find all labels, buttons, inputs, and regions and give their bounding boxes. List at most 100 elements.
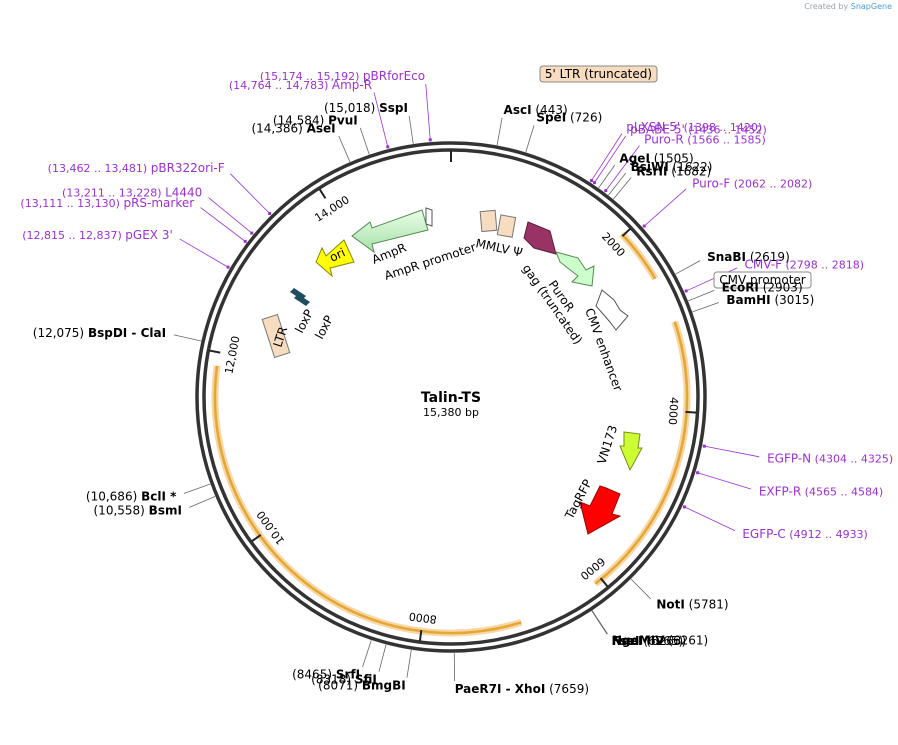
vn173-arrow[interactable] xyxy=(619,431,643,472)
cmv-promoter-label: CMV promoter xyxy=(719,273,806,287)
enzyme-16[interactable]: (10,558) BsmI xyxy=(94,503,182,517)
plasmid-size: 15,380 bp xyxy=(423,406,479,419)
mmlv-psi-feature[interactable] xyxy=(479,209,517,238)
loxp-arrow-2[interactable] xyxy=(294,294,310,306)
enzyme-14[interactable]: (8318) SfiI xyxy=(311,672,377,686)
tick-label-6: 12,000 xyxy=(222,335,242,375)
backbone-inner xyxy=(202,148,700,646)
primer-9[interactable]: (13,111 .. 13,130) pRS-marker xyxy=(20,196,194,210)
enzyme-11[interactable]: FseI (6265) xyxy=(612,634,684,648)
primer-6[interactable]: EXFP-R (4565 .. 4584) xyxy=(759,484,883,498)
leader-lines xyxy=(173,83,760,681)
tick-3 xyxy=(599,577,609,588)
loxp-label-1: loxP xyxy=(292,307,316,335)
backbone-outer xyxy=(195,141,707,653)
tick-4 xyxy=(418,629,423,642)
enzyme-21[interactable]: (15,018) SspI xyxy=(324,101,408,115)
primer-12[interactable]: (14,764 .. 14,783) Amp-R xyxy=(229,78,372,92)
enzyme-leader-6 xyxy=(688,290,715,302)
enzyme-leader-1 xyxy=(525,125,535,153)
ltr5-box[interactable] xyxy=(539,65,658,83)
enzyme-8[interactable]: NotI (5781) xyxy=(656,598,728,612)
primer-leader-11 xyxy=(230,173,270,214)
orf-arc-3[interactable] xyxy=(213,365,522,635)
enzyme-10[interactable]: NaeI (6263) xyxy=(612,634,686,648)
primer-site-2 xyxy=(604,189,608,193)
primer-11[interactable]: (13,462 .. 13,481) pBR322ori-F xyxy=(48,161,225,175)
enzyme-leader-20 xyxy=(359,127,370,155)
enzyme-0[interactable]: AscI (443) xyxy=(504,103,568,117)
enzyme-leader-14 xyxy=(378,644,387,672)
enzyme-2[interactable]: AgeI (1505) xyxy=(619,151,693,165)
primer-2[interactable]: Puro-R (1566 .. 1585) xyxy=(644,132,766,146)
primer-site-11 xyxy=(268,211,272,215)
enzyme-17[interactable]: (10,686) BclI * xyxy=(86,489,177,503)
primer-leader-13 xyxy=(425,83,431,140)
enzyme-13[interactable]: (8071) BmgBI xyxy=(318,678,406,692)
primer-leader-0 xyxy=(591,133,623,181)
primer-7[interactable]: EGFP-C (4912 .. 4933) xyxy=(742,527,868,541)
tick-1 xyxy=(621,227,632,237)
enzyme-7[interactable]: BamHI (3015) xyxy=(726,293,814,307)
enzyme-leader-19 xyxy=(338,135,351,162)
ampr-arrow[interactable] xyxy=(351,209,429,254)
cmv-promoter-box[interactable] xyxy=(713,271,812,289)
tick-2 xyxy=(685,410,697,414)
enzyme-12[interactable]: PaeR7I - XhoI (7659) xyxy=(455,682,589,696)
enzyme-leader-8 xyxy=(630,578,651,600)
primer-4[interactable]: CMV-F (2798 .. 2818) xyxy=(745,258,865,272)
tick-6 xyxy=(209,349,221,354)
ltr3-box[interactable] xyxy=(261,313,291,359)
primer-site-0 xyxy=(589,179,593,183)
enzyme-leader-2 xyxy=(598,164,616,189)
primer-0[interactable]: pLXSN 5' (1398 .. 1420) xyxy=(626,120,762,134)
enzyme-15[interactable]: (8465) SrfI xyxy=(292,667,360,681)
tagrfp-arrow[interactable] xyxy=(579,485,622,535)
primer-labels: pLXSN 5' (1398 .. 1420)pBABE 5' (1436 ..… xyxy=(20,69,893,541)
enzyme-leader-13 xyxy=(406,649,412,678)
credit-prefix: Created by xyxy=(804,2,849,11)
primer-13[interactable]: (15,174 .. 15,192) pBRforEco xyxy=(260,69,425,83)
orf-arcs xyxy=(211,231,691,637)
primer-site-1 xyxy=(593,181,597,185)
primer-site-3 xyxy=(642,224,646,228)
primer-5[interactable]: EGFP-N (4304 .. 4325) xyxy=(767,451,893,465)
primer-leader-1 xyxy=(594,135,627,183)
primer-leader-7 xyxy=(684,506,736,532)
enzyme-19[interactable]: (14,386) AseI xyxy=(251,122,335,136)
enzyme-leader-7 xyxy=(692,302,719,313)
primer-site-7 xyxy=(682,505,686,509)
gag-arrow[interactable] xyxy=(523,221,557,255)
enzyme-leader-4 xyxy=(613,177,632,200)
mmlv-label: MMLV Ψ xyxy=(474,236,523,260)
primer-8[interactable]: (12,815 .. 12,837) pGEX 3' xyxy=(22,228,173,242)
enzyme-18[interactable]: (12,075) BspDI - ClaI xyxy=(33,326,166,340)
enzyme-leader-0 xyxy=(496,117,503,146)
enzyme-leader-16 xyxy=(189,496,216,508)
primer-leader-12 xyxy=(373,92,389,147)
vn173-label: VN173 xyxy=(595,423,621,465)
enzyme-1[interactable]: SpeI (726) xyxy=(536,111,602,125)
tick-label-5: 10,000 xyxy=(254,508,287,547)
primer-site-10 xyxy=(250,231,254,235)
primer-3[interactable]: Puro-F (2062 .. 2082) xyxy=(692,177,812,191)
enzyme-6[interactable]: EcoRI (2903) xyxy=(722,280,803,294)
enzyme-20[interactable]: (14,584) PvuI xyxy=(273,113,358,127)
enzyme-labels: AscI (443)SpeI (726) AgeI (1505)BsiWI (16… xyxy=(33,101,815,696)
ampr-promoter-arrow[interactable] xyxy=(425,207,433,227)
ltr5-label: 5' LTR (truncated) xyxy=(545,67,652,81)
enzyme-4[interactable]: RsrII (1682) xyxy=(636,164,711,178)
enzyme-3[interactable]: BsiWI (1622) xyxy=(631,160,713,174)
primer-1[interactable]: pBABE 5' (1436 .. 1452) xyxy=(630,122,767,136)
primer-leader-8 xyxy=(179,238,229,268)
enzyme-5[interactable]: SnaBI (2619) xyxy=(707,250,790,264)
primer-site-8 xyxy=(226,265,230,269)
enzyme-leader-21 xyxy=(408,116,414,144)
puror-arrow[interactable] xyxy=(555,251,595,287)
enzyme-9[interactable]: NgoMIV (6261) xyxy=(612,634,708,648)
primer-10[interactable]: (13,211 .. 13,228) L4440 xyxy=(62,185,202,199)
orf-arc-2[interactable] xyxy=(594,321,689,585)
cmv-enhancer-arrow[interactable] xyxy=(595,289,629,331)
ori-arrow[interactable] xyxy=(315,239,355,278)
